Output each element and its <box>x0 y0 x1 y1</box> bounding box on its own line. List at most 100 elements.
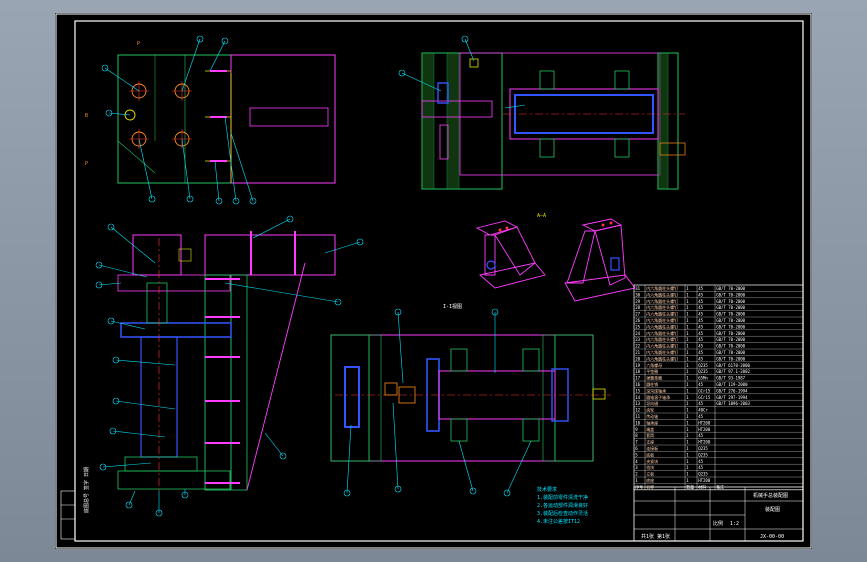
bom-cell: GCr15 <box>698 388 711 393</box>
bom-cell: 27 <box>635 312 640 317</box>
bom-cell: 1 <box>686 446 689 451</box>
bom-cell: 26 <box>635 318 640 323</box>
bom-cell: GCr15 <box>698 395 711 400</box>
bom-header-cell: 名称 <box>646 483 654 489</box>
bom-cell: 内六角圆柱头螺钉 <box>646 291 678 297</box>
center-view-label: I-I视图 <box>443 303 462 310</box>
bom-cell: GB/T 70-2000 <box>716 312 745 317</box>
bom-cell: 1 <box>686 312 689 317</box>
bom-cell: GB/T 70-2000 <box>716 331 745 336</box>
bom-cell: 15 <box>635 388 640 393</box>
bom-cell: 连接板 <box>646 445 658 451</box>
bom-cell: 1 <box>686 337 689 342</box>
bom-cell: 1 <box>686 363 689 368</box>
bom-cell: 1 <box>686 433 689 438</box>
bom-cell: 9 <box>635 427 638 432</box>
technical-notes: 技术要求 1.装配前零件清洗干净 2.各运动部件润滑良好 3.装配后检查动作灵活… <box>537 486 588 525</box>
svg-text:P: P <box>85 161 88 167</box>
sheet-info: 共1张 第1张 <box>641 533 670 540</box>
bom-cell: 23 <box>635 337 640 342</box>
bom-cell: 13 <box>635 401 640 406</box>
bom-cell: 45 <box>698 465 703 470</box>
bom-cell: 1 <box>686 465 689 470</box>
bom-cell: 1 <box>686 376 689 381</box>
bom-cell: 1 <box>686 299 689 304</box>
bom-cell: 45 <box>698 299 703 304</box>
drawing-name: 机械手总装配图 <box>753 492 788 499</box>
bom-cell: 1 <box>686 382 689 387</box>
bom-cell: GB/T 70-2000 <box>716 292 745 297</box>
bom-cell: 30 <box>635 292 640 297</box>
view-top-left: P B P <box>85 41 336 184</box>
bom-cell: 1 <box>686 408 689 413</box>
bom-cell: GB/T 97.1-2002 <box>716 369 750 374</box>
bom-cell: 1 <box>686 331 689 336</box>
bom-cell: GB/T 70-2000 <box>716 350 745 355</box>
bom-cell: 1 <box>686 427 689 432</box>
bom-cell: 内六角圆柱头螺钉 <box>646 323 678 329</box>
bom-cell: 平垫圈 <box>646 368 658 374</box>
bom-cell: 1 <box>686 350 689 355</box>
scale-value: 1:2 <box>730 521 739 527</box>
bom-cell: 17 <box>635 376 640 381</box>
note-line-1: 1.装配前零件清洗干净 <box>537 494 588 501</box>
drawing-sheet: 底图总号 签字 日期 <box>55 13 812 549</box>
bom-cell: 六角螺母 <box>646 362 662 368</box>
bom-cell: 45 <box>698 459 703 464</box>
leaders-center <box>343 308 532 497</box>
bom-cell: 45 <box>698 318 703 323</box>
bom-cell: GB/T 70-2000 <box>716 305 745 310</box>
bom-cell: 1 <box>686 324 689 329</box>
bom-cell: 5 <box>635 452 638 457</box>
svg-text:B: B <box>85 113 88 119</box>
bom-cell: 1 <box>686 459 689 464</box>
bom-cell: 内六角圆柱头螺钉 <box>646 304 678 310</box>
bom-cell: 1 <box>686 286 689 291</box>
leaders-top-left <box>101 35 257 205</box>
bom-cell: 45 <box>698 382 703 387</box>
bom-cell: 24 <box>635 331 640 336</box>
bom-cell: 45 <box>698 401 703 406</box>
bom-cell: 1 <box>686 401 689 406</box>
drawing-number: JX-00-00 <box>760 534 784 540</box>
bom-cell: 1 <box>686 356 689 361</box>
bom-cell: 1 <box>686 452 689 457</box>
bom-cell: 14 <box>635 395 640 400</box>
bom-cell: 11 <box>635 414 640 419</box>
bom-cell: 45 <box>698 286 703 291</box>
bom-cell: 45 <box>698 337 703 342</box>
bom-cell: 立板 <box>646 471 654 477</box>
bom-cell: GB/T 1096-2003 <box>716 401 750 406</box>
bom-header-cell: 材料 <box>698 483 706 489</box>
bom-cell: 内六角圆柱头螺钉 <box>646 311 678 317</box>
bom-cell: 挡块 <box>646 464 654 470</box>
side-strip-text: 底图总号 签字 日期 <box>83 467 90 513</box>
bom-cell: 4 <box>635 459 638 464</box>
bom-cell: 内六角圆柱头螺钉 <box>646 330 678 336</box>
bom-cell: 21 <box>635 350 640 355</box>
bom-cell: 传动轴 <box>646 413 658 419</box>
bom-cell: 圆锥滚子轴承 <box>646 394 670 400</box>
note-line-2: 2.各运动部件润滑良好 <box>537 502 588 509</box>
bom-cell: 1 <box>686 472 689 477</box>
leaders-top-right <box>398 35 526 109</box>
bom-cell: Q235 <box>698 363 708 368</box>
bom-cell: 18 <box>635 369 640 374</box>
drawing-canvas: 底图总号 签字 日期 <box>55 13 812 549</box>
bom-cell: 深沟球轴承 <box>646 387 666 393</box>
bom-cell: 轴承座 <box>646 419 658 425</box>
bom-cell: HT200 <box>698 478 711 483</box>
bom-cell: 底座 <box>646 477 654 483</box>
bom-cell: HT200 <box>698 427 711 432</box>
bom-cell: GB/T 70-2000 <box>716 356 745 361</box>
note-line-0: 技术要求 <box>537 486 557 493</box>
bom-cell: GB/T 70-2000 <box>716 299 745 304</box>
note-line-3: 3.装配后检查动作灵活 <box>537 510 588 517</box>
bom-cell: 1 <box>686 305 689 310</box>
bom-cell: 内六角圆柱头螺钉 <box>646 349 678 355</box>
bom-cell: 内六角圆柱头螺钉 <box>646 355 678 361</box>
svg-text:P: P <box>137 41 140 47</box>
bom-cell: 29 <box>635 299 640 304</box>
